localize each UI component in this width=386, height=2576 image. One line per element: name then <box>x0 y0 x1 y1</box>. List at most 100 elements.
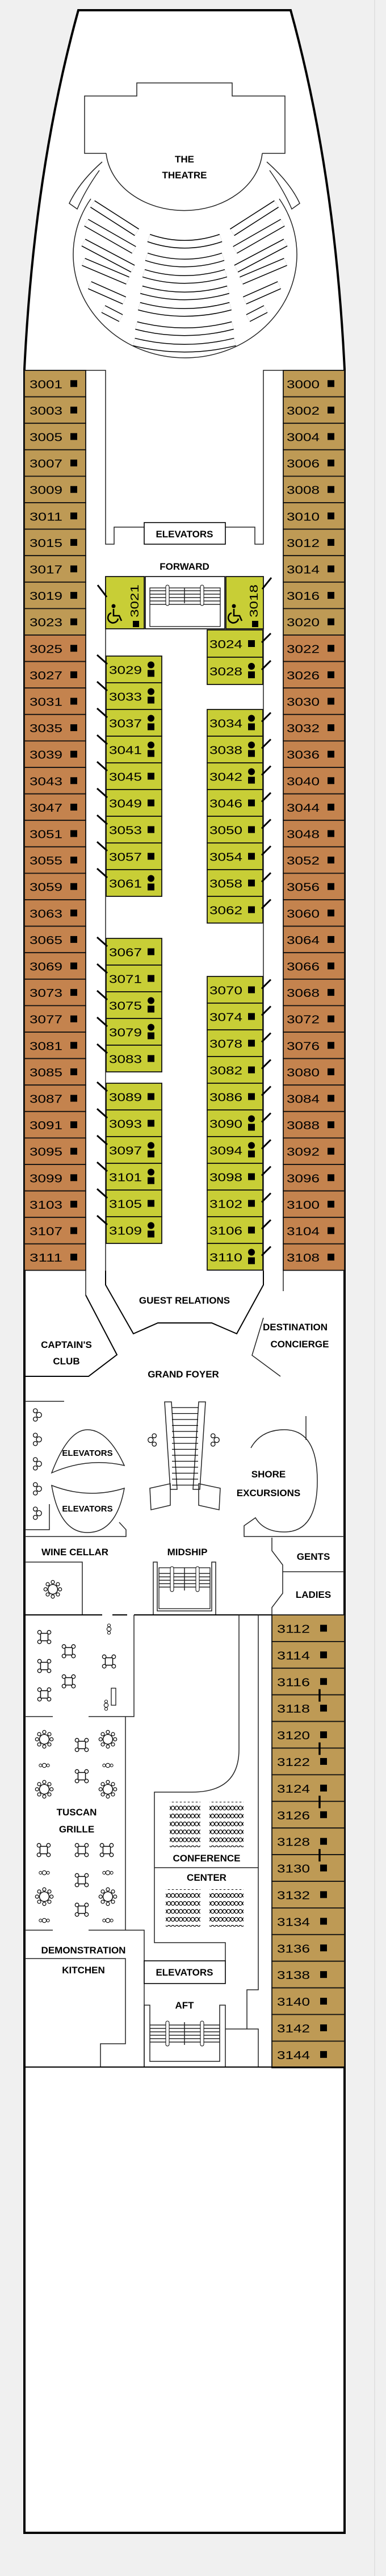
cabin-box[interactable] <box>271 1747 345 1776</box>
cabin-3014[interactable]: 3014 <box>283 555 345 583</box>
cabin-3027[interactable]: 3027 <box>24 661 86 689</box>
cabin-box[interactable] <box>207 762 263 790</box>
cabin-3066[interactable]: 3066 <box>283 952 345 980</box>
cabin-3015[interactable]: 3015 <box>24 528 86 557</box>
cabin-3092[interactable]: 3092 <box>283 1137 345 1165</box>
cabin-3039[interactable]: 3039 <box>24 740 86 768</box>
cabin-3017[interactable]: 3017 <box>24 555 86 583</box>
cabin-3098[interactable]: 3098 <box>207 1163 272 1191</box>
cabin-3099[interactable]: 3099 <box>24 1164 86 1192</box>
cabin-3077[interactable]: 3077 <box>24 1005 86 1033</box>
cabin-3086[interactable]: 3086 <box>207 1083 272 1110</box>
cabin-box[interactable] <box>106 991 162 1019</box>
cabin-3034[interactable]: 3034 <box>207 709 272 737</box>
cabin-3101[interactable]: 3101 <box>96 1161 162 1191</box>
cabin-3036[interactable]: 3036 <box>283 740 345 768</box>
cabin-3043[interactable]: 3043 <box>24 767 86 795</box>
cabin-box[interactable] <box>24 1005 86 1033</box>
cabin-3050[interactable]: 3050 <box>207 816 272 844</box>
cabin-box[interactable] <box>225 576 264 629</box>
cabin-3021[interactable]: 3021 <box>96 576 145 629</box>
cabin-3064[interactable]: 3064 <box>283 925 345 954</box>
cabin-3082[interactable]: 3082 <box>207 1056 272 1084</box>
cabin-3029[interactable]: 3029 <box>96 654 162 683</box>
cabin-3040[interactable]: 3040 <box>283 767 345 795</box>
cabin-3093[interactable]: 3093 <box>96 1108 162 1137</box>
cabin-3084[interactable]: 3084 <box>283 1084 345 1112</box>
cabin-3085[interactable]: 3085 <box>24 1058 86 1086</box>
cabin-box[interactable] <box>271 1987 345 2015</box>
cabin-3132[interactable]: 3132 <box>271 1881 345 1909</box>
cabin-3062[interactable]: 3062 <box>207 896 272 924</box>
cabin-3037[interactable]: 3037 <box>96 707 162 737</box>
cabin-3020[interactable]: 3020 <box>283 608 345 636</box>
cabin-3025[interactable]: 3025 <box>24 634 86 662</box>
cabin-box[interactable] <box>271 1827 345 1855</box>
cabin-3090[interactable]: 3090 <box>207 1109 272 1137</box>
cabin-3032[interactable]: 3032 <box>283 713 345 742</box>
cabin-3055[interactable]: 3055 <box>24 846 86 874</box>
cabin-3053[interactable]: 3053 <box>96 814 162 844</box>
cabin-3059[interactable]: 3059 <box>24 872 86 900</box>
cabin-3074[interactable]: 3074 <box>207 1003 272 1030</box>
cabin-3048[interactable]: 3048 <box>283 820 345 847</box>
cabin-box[interactable] <box>106 656 162 683</box>
cabin-3103[interactable]: 3103 <box>24 1190 86 1218</box>
cabin-3035[interactable]: 3035 <box>24 713 86 742</box>
cabin-3044[interactable]: 3044 <box>283 793 345 821</box>
cabin-3142[interactable]: 3142 <box>271 2014 345 2042</box>
cabin-3118[interactable]: 3118 <box>271 1694 345 1722</box>
cabin-3072[interactable]: 3072 <box>283 1005 345 1033</box>
cabin-box[interactable] <box>271 1614 345 1642</box>
cabin-3069[interactable]: 3069 <box>24 952 86 980</box>
cabin-3089[interactable]: 3089 <box>96 1081 162 1110</box>
cabin-3022[interactable]: 3022 <box>283 634 345 662</box>
cabin-3019[interactable]: 3019 <box>24 581 86 609</box>
cabin-box[interactable] <box>271 1854 345 1882</box>
cabin-3010[interactable]: 3010 <box>283 502 345 530</box>
cabin-3057[interactable]: 3057 <box>96 841 162 870</box>
cabin-box[interactable] <box>271 2040 345 2069</box>
cabin-3003[interactable]: 3003 <box>24 396 86 424</box>
cabin-3079[interactable]: 3079 <box>96 1016 162 1046</box>
cabin-3004[interactable]: 3004 <box>283 423 345 450</box>
cabin-box[interactable] <box>271 1667 345 1696</box>
cabin-box[interactable] <box>106 1136 162 1164</box>
cabin-3083[interactable]: 3083 <box>96 1043 162 1072</box>
cabin-3144[interactable]: 3144 <box>271 2040 345 2069</box>
cabin-3126[interactable]: 3126 <box>271 1801 345 1829</box>
cabin-box[interactable] <box>271 1934 345 1962</box>
cabin-3008[interactable]: 3008 <box>283 475 345 503</box>
cabin-box[interactable] <box>106 869 162 897</box>
cabin-3122[interactable]: 3122 <box>271 1747 345 1776</box>
cabin-3054[interactable]: 3054 <box>207 842 272 870</box>
cabin-3067[interactable]: 3067 <box>96 936 162 966</box>
cabin-3011[interactable]: 3011 <box>24 502 86 530</box>
cabin-3106[interactable]: 3106 <box>207 1216 272 1244</box>
cabin-3005[interactable]: 3005 <box>24 423 86 450</box>
cabin-3063[interactable]: 3063 <box>24 899 86 927</box>
cabin-3109[interactable]: 3109 <box>96 1214 162 1244</box>
cabin-3046[interactable]: 3046 <box>207 789 272 817</box>
cabin-3030[interactable]: 3030 <box>283 687 345 715</box>
cabin-box[interactable] <box>105 576 145 629</box>
cabin-3018[interactable]: 3018 <box>225 576 272 629</box>
cabin-3087[interactable]: 3087 <box>24 1084 86 1112</box>
cabin-3009[interactable]: 3009 <box>24 475 86 503</box>
cabin-3071[interactable]: 3071 <box>96 963 162 992</box>
cabin-3094[interactable]: 3094 <box>207 1136 272 1164</box>
cabin-3091[interactable]: 3091 <box>24 1110 86 1139</box>
cabin-3012[interactable]: 3012 <box>283 528 345 557</box>
cabin-3134[interactable]: 3134 <box>271 1907 345 1935</box>
cabin-3047[interactable]: 3047 <box>24 793 86 821</box>
cabin-box[interactable] <box>106 1018 162 1046</box>
cabin-3136[interactable]: 3136 <box>271 1934 345 1962</box>
cabin-3076[interactable]: 3076 <box>283 1032 345 1059</box>
cabin-3042[interactable]: 3042 <box>207 762 272 790</box>
cabin-3073[interactable]: 3073 <box>24 978 86 1007</box>
cabin-box[interactable] <box>283 687 345 715</box>
cabin-3105[interactable]: 3105 <box>96 1188 162 1217</box>
cabin-box[interactable] <box>271 1907 345 1935</box>
cabin-3052[interactable]: 3052 <box>283 846 345 874</box>
cabin-3081[interactable]: 3081 <box>24 1032 86 1059</box>
